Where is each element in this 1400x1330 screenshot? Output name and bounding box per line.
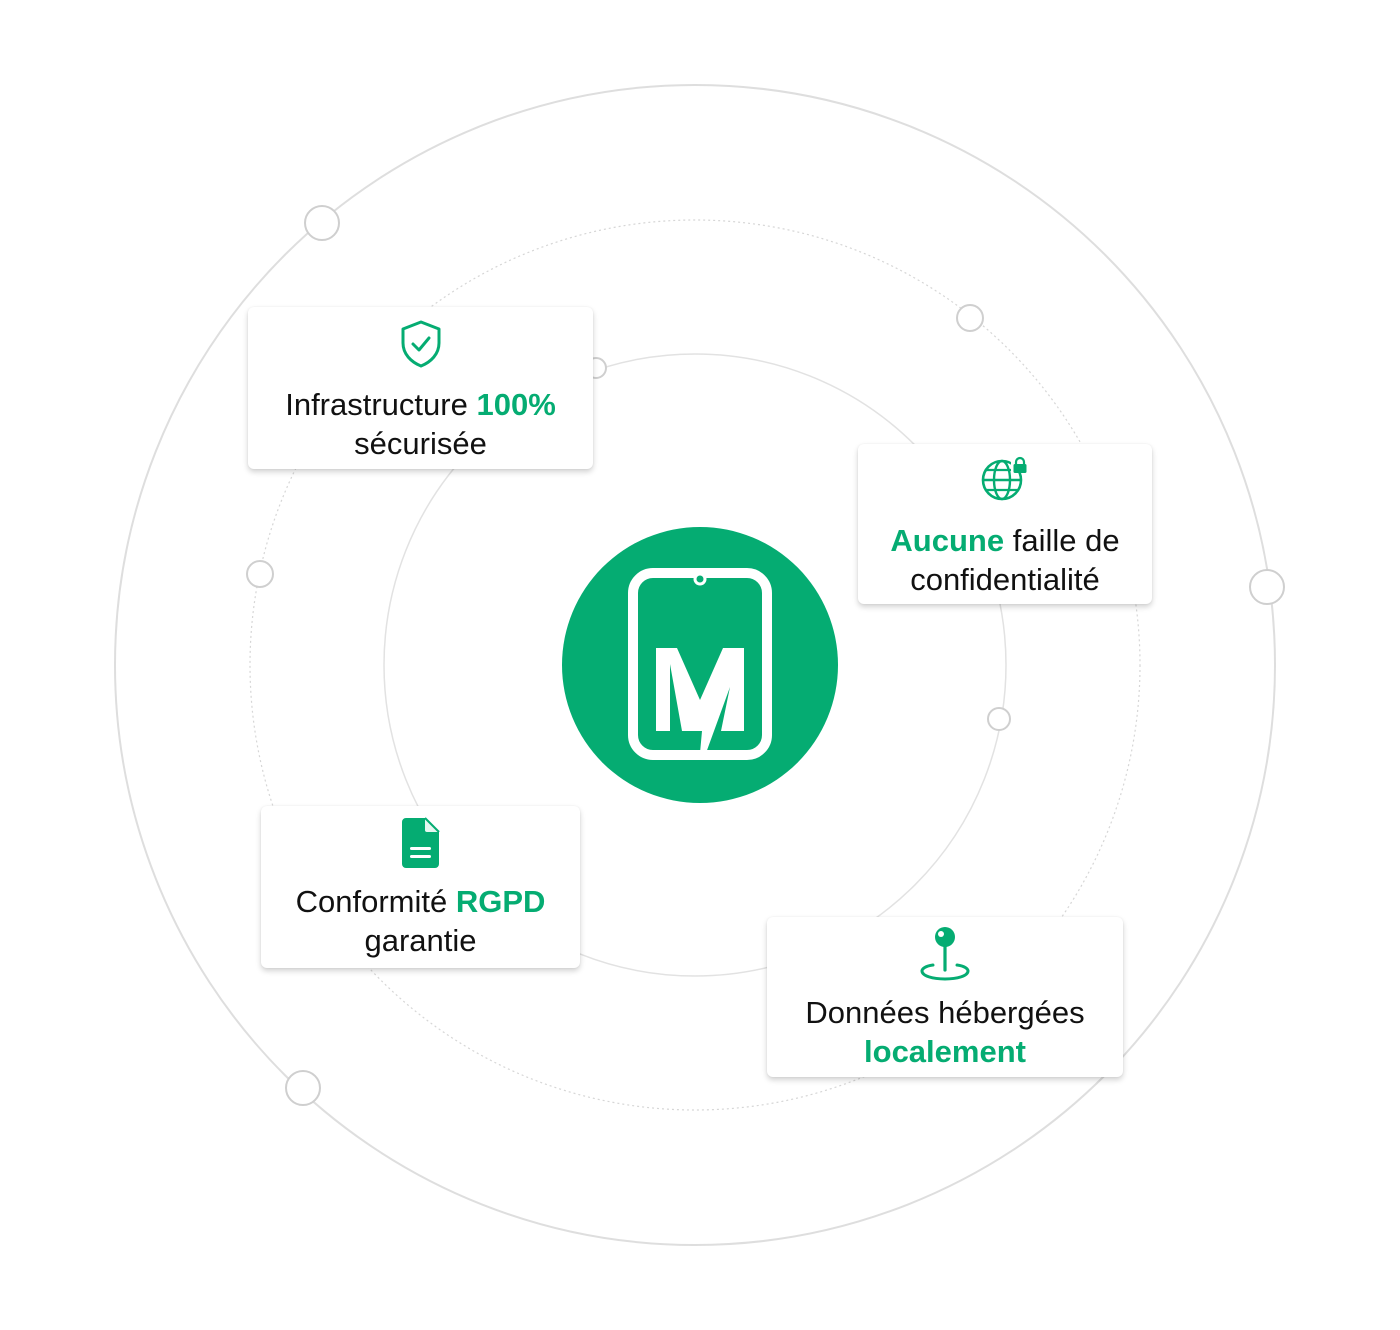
local-line-2: localement bbox=[767, 1032, 1123, 1071]
privacy-line-1-plain: faille de bbox=[1004, 523, 1120, 558]
privacy-line-1: Aucune faille de bbox=[858, 521, 1152, 560]
local-card-text: Données hébergées localement bbox=[767, 993, 1123, 1071]
security-line-1-accent: 100% bbox=[476, 387, 556, 422]
orbit-node bbox=[246, 560, 274, 588]
orbit-node bbox=[304, 205, 340, 241]
security-line-2-plain: sécurisée bbox=[354, 426, 487, 461]
rgpd-card: Conformité RGPD garantie bbox=[261, 806, 580, 968]
security-card-text: Infrastructure 100% sécurisée bbox=[248, 385, 593, 463]
logo-letter: M bbox=[562, 527, 563, 528]
document-icon bbox=[401, 817, 440, 868]
phone-m-logo-icon: M bbox=[562, 527, 772, 760]
globe-lock-icon bbox=[981, 456, 1029, 501]
rgpd-line-2-plain: garantie bbox=[364, 923, 477, 958]
local-line-1: Données hébergées bbox=[767, 993, 1123, 1032]
rgpd-line-1-plain: Conformité bbox=[295, 884, 456, 919]
shield-check-icon bbox=[401, 320, 440, 368]
location-pin-icon bbox=[920, 927, 970, 981]
middle-orbit bbox=[249, 219, 1141, 1111]
orbit-node bbox=[285, 1070, 321, 1106]
center-logo: M bbox=[562, 527, 838, 803]
rgpd-card-text: Conformité RGPD garantie bbox=[261, 882, 580, 960]
privacy-line-2-plain: confidentialité bbox=[910, 562, 1100, 597]
rgpd-line-1-accent: RGPD bbox=[455, 884, 546, 919]
privacy-card: Aucune faille de confidentialité bbox=[858, 444, 1152, 604]
orbit-node bbox=[987, 707, 1011, 731]
security-line-2: sécurisée bbox=[248, 424, 593, 463]
privacy-line-1-accent: Aucune bbox=[890, 523, 1005, 558]
security-line-1: Infrastructure 100% bbox=[248, 385, 593, 424]
privacy-card-text: Aucune faille de confidentialité bbox=[858, 521, 1152, 599]
security-card: Infrastructure 100% sécurisée bbox=[248, 307, 593, 469]
local-line-2-accent: localement bbox=[864, 1034, 1026, 1069]
rgpd-line-2: garantie bbox=[261, 921, 580, 960]
local-card: Données hébergées localement bbox=[767, 917, 1123, 1077]
outer-orbit bbox=[114, 84, 1276, 1246]
rgpd-line-1: Conformité RGPD bbox=[261, 882, 580, 921]
local-line-1-plain: Données hébergées bbox=[805, 995, 1085, 1030]
inner-orbit bbox=[383, 353, 1007, 977]
orbit-node bbox=[1249, 569, 1285, 605]
privacy-line-2: confidentialité bbox=[858, 560, 1152, 599]
orbit-node bbox=[956, 304, 984, 332]
security-line-1-plain: Infrastructure bbox=[285, 387, 477, 422]
